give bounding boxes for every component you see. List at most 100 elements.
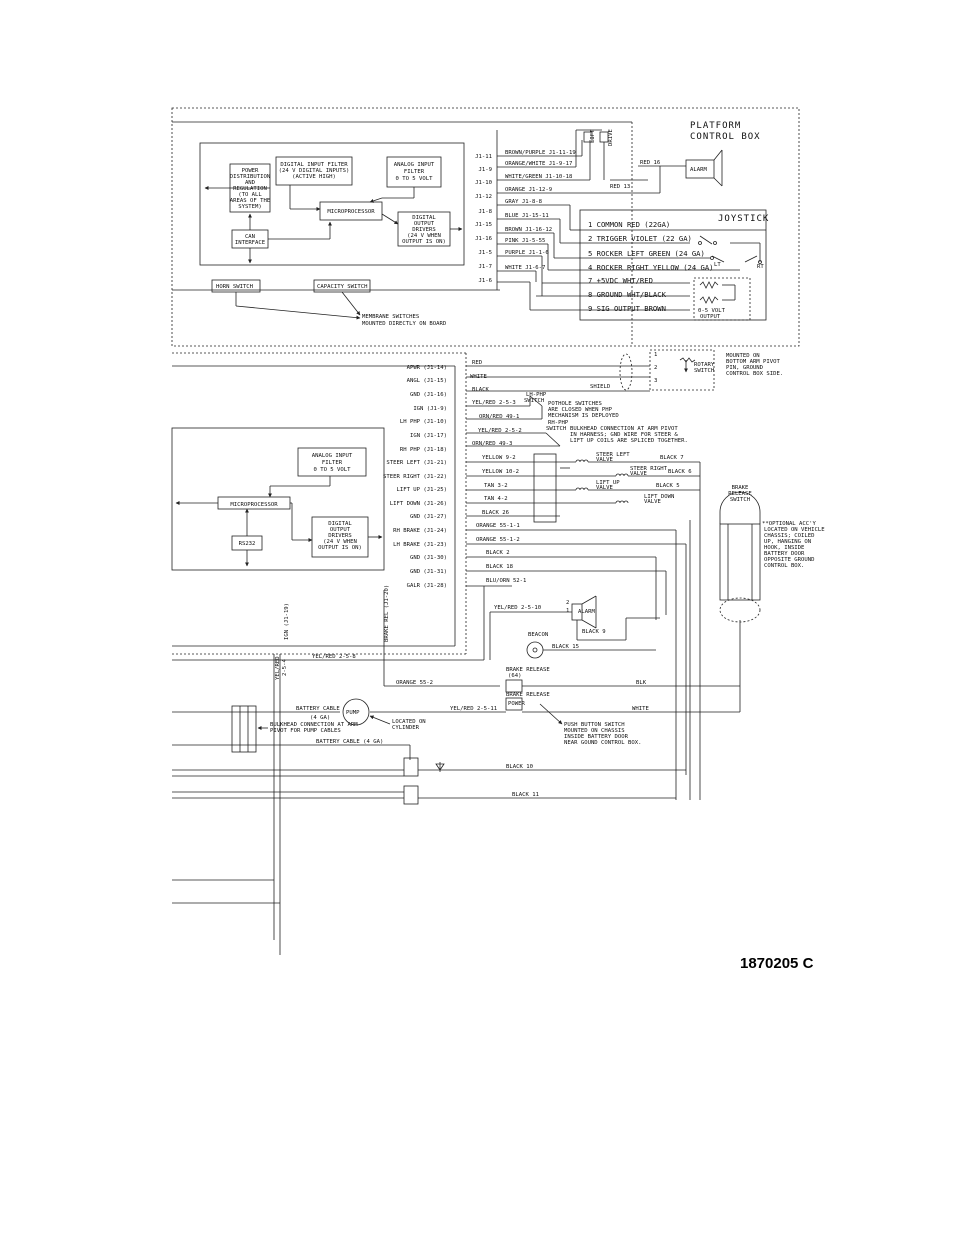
- yel-red-vertical-1: YEL/RED: [275, 656, 281, 680]
- digital-output-label-4: (24 V WHEN: [407, 233, 441, 239]
- push-button-note-1: PUSH BUTTON SWITCH: [564, 722, 625, 728]
- power-label-7: SYSTEM): [238, 204, 262, 210]
- can-label-1: CAN: [245, 234, 255, 240]
- alarm-wire-yel-red: YEL/RED 2-5-10: [494, 605, 541, 611]
- ground-pin-5: LH PHP (J1-10): [400, 419, 447, 425]
- bulkhead-connector-arm-pivot: [533, 453, 557, 523]
- ground-analog-label-1: ANALOG INPUT: [312, 453, 353, 459]
- platform-wire-10: WHITE J1-6-7: [505, 265, 545, 271]
- yel-red-2-5-11-label: YEL/RED 2-5-11: [450, 706, 497, 712]
- blk-label: BLK: [636, 680, 647, 686]
- ground-pin-14: LH BRAKE (J1-23): [393, 542, 447, 548]
- pump-label: PUMP: [346, 710, 360, 716]
- steer-left-valve-wire: BLACK 7: [660, 455, 684, 461]
- power-label-3: AND: [245, 180, 256, 186]
- orange-55-2-label: ORANGE 55-2: [396, 680, 433, 686]
- rotary-switch-label-1: ROTARY: [694, 362, 715, 368]
- brake-release-relay-label-3: BRAKE RELEASE: [506, 692, 550, 698]
- digital-input-filter-block: [275, 156, 353, 186]
- volt-output-label-2: OUTPUT: [700, 314, 721, 320]
- steer-right-valve-wire: BLACK 6: [668, 469, 692, 475]
- platform-wire-8: PINK J1-5-55: [505, 238, 545, 244]
- yel-red-vertical-2: 2-5-4: [282, 659, 288, 676]
- power-label-5: (TO ALL: [238, 192, 262, 198]
- ground-pin-16: GND (J1-31): [410, 569, 447, 575]
- platform-wire-4: ORANGE J1-12-9: [505, 187, 552, 193]
- ground-wire-9: YELLOW 10-2: [482, 469, 519, 475]
- ground-digital-output-label-5: OUTPUT IS ON): [318, 545, 362, 551]
- ground-wire-15: BLACK 2: [486, 550, 510, 556]
- brake-release-relay: [505, 679, 523, 693]
- platform-wire-6: BLUE J1-15-11: [505, 213, 549, 219]
- platform-pcb-modules: [199, 142, 465, 266]
- rs232-label: RS232: [239, 541, 256, 547]
- platform-control-box-border: [171, 107, 800, 347]
- optional-note-3: CHASSIS; COILED: [764, 533, 815, 539]
- ground-microprocessor-label: MICROPROCESSOR: [230, 502, 278, 508]
- ground-analog-label-2: FILTER: [322, 460, 343, 466]
- ground-pcb-modules: [171, 427, 385, 571]
- ground-pin-10: LIFT UP (J1-25): [396, 487, 447, 493]
- ground-pin-11: LIFT DOWN (J1-26): [390, 501, 447, 507]
- rotary-note-1: MOUNTED ON: [726, 353, 760, 359]
- ground-wire-12: BLACK 26: [482, 510, 509, 516]
- ground-wire-5: ORN/RED 49-1: [479, 414, 519, 420]
- power-label-6: AREAS OF THE: [230, 198, 271, 204]
- rotary-note-4: CONTROL BOX SIDE.: [726, 371, 783, 377]
- rotary-pin-1: 1: [654, 352, 657, 358]
- ground-wire-7: ORN/RED 49-3: [472, 441, 512, 447]
- ground-pin-17: GALR (J1-28): [407, 583, 447, 589]
- rotary-switch-label-2: SWITCH: [694, 368, 714, 374]
- platform-microprocessor-block: [319, 201, 383, 221]
- brake-release-switch: [719, 491, 761, 524]
- platform-alarm: [685, 159, 715, 179]
- ground-pin-12: GND (J1-27): [410, 514, 447, 520]
- digital-input-label-3: (ACTIVE HIGH): [292, 174, 336, 180]
- ground-wire-1: RED: [472, 360, 483, 366]
- brake-release-power-relay: [505, 697, 523, 711]
- ground-pin-13: RH BRAKE (J1-24): [393, 528, 447, 534]
- ground-pin-3: GND (J1-16): [410, 392, 447, 398]
- beacon-label: BEACON: [528, 632, 548, 638]
- horn-switch-label: HORN SWITCH: [216, 284, 253, 290]
- black10-label: BLACK 10: [506, 764, 533, 770]
- ground-digital-output-label-1: DIGITAL: [328, 521, 352, 527]
- digital-output-label-2: OUTPUT: [414, 221, 435, 227]
- ground-pin-15: GND (J1-30): [410, 555, 447, 561]
- platform-pin-3: J1-10: [475, 180, 492, 186]
- ground-wire-8: YELLOW 9-2: [482, 455, 516, 461]
- yel-red-2-5-8-label: YEL/RED 2-5-8: [312, 654, 356, 660]
- pump-note-1: LOCATED ON: [392, 719, 426, 725]
- push-button-note-4: NEAR GOUND CONTROL BOX.: [564, 740, 641, 746]
- battery-connector-upper: [403, 757, 419, 777]
- black11-label: BLACK 11: [512, 792, 539, 798]
- steer-left-valve-label-2: VALVE: [596, 457, 613, 463]
- brake-release-switch-label-2: RELEASE: [728, 491, 752, 497]
- analog-input-label-3: 0 TO 5 VOLT: [395, 176, 433, 182]
- digital-input-label-2: (24 V DIGITAL INPUTS): [279, 168, 350, 174]
- ground-digital-output-label-2: OUTPUT: [330, 527, 351, 533]
- platform-pin-5: J1-8: [479, 209, 493, 215]
- rotary-note-3: PIN, GROUND: [726, 365, 764, 371]
- steer-right-valve-label-2: VALVE: [630, 471, 647, 477]
- lh-php-switch-label-1: LH-PHP: [526, 392, 547, 398]
- lift-down-valve-label-1: LIFT DOWN: [644, 494, 674, 500]
- rotary-note-2: BOTTOM ARM PIVOT: [726, 359, 781, 365]
- push-button-note-2: MOUNTED ON CHASSIS: [564, 728, 625, 734]
- lift-switch-label: LIFT: [590, 129, 596, 143]
- brake-release-switch-label-1: BRAKE: [732, 485, 749, 491]
- pump-note-2: CYLINDER: [392, 725, 420, 731]
- platform-pin-1: J1-11: [475, 154, 492, 160]
- joystick-lt-label: LT: [714, 262, 721, 268]
- platform-pin-10: J1-6: [479, 278, 492, 284]
- steer-left-valve-label-1: STEER LEFT: [596, 452, 630, 458]
- platform-wire-7: BROWN J1-16-12: [505, 227, 552, 233]
- platform-alarm-label: ALARM: [690, 167, 707, 173]
- ground-alarm-pin-1: 1: [566, 608, 569, 614]
- battery-cable-top-ga: (4 GA): [310, 715, 330, 721]
- pothole-note-1: POTHOLE SWITCHES: [548, 401, 602, 407]
- joystick-wire-3: 5 ROCKER LEFT GREEN (24 GA): [588, 249, 705, 258]
- platform-pin-4: J1-12: [475, 194, 492, 200]
